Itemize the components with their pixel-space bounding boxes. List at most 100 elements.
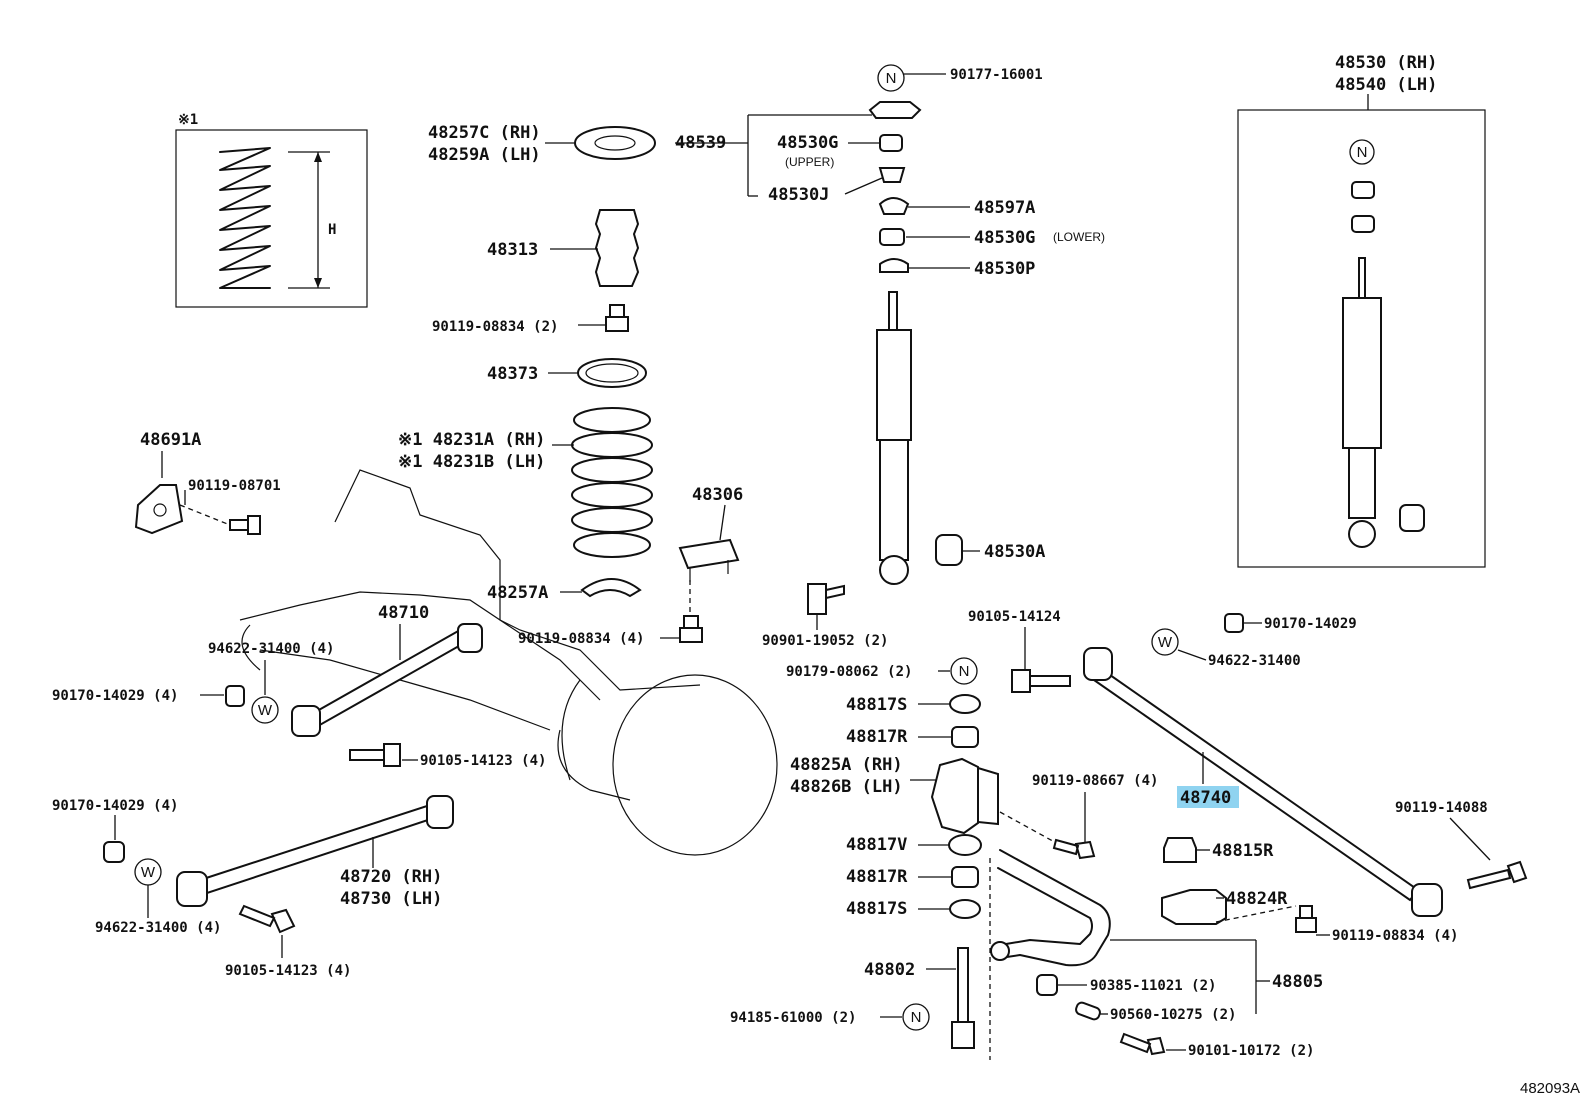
stabilizer-link-48802 [957, 947, 969, 1029]
coil-spring-group: 48257C (RH) 48259A (LH) 48313 90119-0883… [398, 123, 743, 647]
label-90170-14029: 90170-14029 [1264, 616, 1357, 632]
label-48815r: 48815R [1212, 841, 1274, 861]
link-end [951, 1021, 975, 1049]
arm-bushing-front [1083, 647, 1113, 681]
coil-spring-sketch [219, 147, 271, 289]
diagram-id: 482093A [1520, 1080, 1580, 1097]
label-90119-08834-4b: 90119-08834 (4) [1332, 928, 1458, 944]
arm-bushing-rear [291, 705, 321, 737]
label-48817s-b: 48817S [846, 899, 907, 919]
label-upper: (UPPER) [785, 155, 834, 169]
stabilizer-bar [999, 849, 1111, 967]
cushion [951, 866, 979, 888]
label-48720: 48720 (RH) [340, 867, 442, 887]
label-48530p: 48530P [974, 259, 1035, 279]
label-90119-08834-2: 90119-08834 (2) [432, 319, 558, 335]
shock-eye [1348, 520, 1376, 548]
bolt [1011, 669, 1071, 693]
bracket-48691a-group: 48691A 90119-08701 [134, 430, 281, 535]
label-90385-11021: 90385-11021 (2) [1090, 978, 1216, 994]
inset-frame [1237, 109, 1486, 568]
coil-spring [571, 407, 653, 558]
label-48530g-upper: 48530G [777, 133, 838, 153]
label-48373: 48373 [487, 364, 538, 384]
label-48802: 48802 [864, 960, 915, 980]
height-dim-label: H [328, 222, 336, 238]
label-48530a: 48530A [984, 542, 1045, 562]
piston-rod [1358, 257, 1366, 304]
inset-frame [175, 129, 368, 308]
bracket-48824r [1161, 889, 1227, 925]
piston-rod [888, 291, 898, 335]
n-symbol: N [1357, 144, 1368, 161]
cushion-upper [1351, 181, 1375, 199]
stabilizer-bracket-group: 90901-19052 (2) 90179-08062 (2) N 90105-… [730, 583, 1158, 1060]
label-90170-14029-4b: 90170-14029 (4) [52, 798, 178, 814]
label-94622-31400-4b: 94622-31400 (4) [95, 920, 221, 936]
shock-absorber-group: N 90177-16001 48539 48530G (UPPER) 48530… [675, 64, 1105, 585]
upper-control-arm-48710: 48710 94622-31400 (4) W 90170-14029 (4) … [52, 603, 546, 769]
stabilizer-bracket [930, 757, 979, 835]
inset-title-rh: 48530 (RH) [1335, 53, 1437, 73]
bar-end-eye [990, 941, 1010, 961]
label-48740[interactable]: 48740 [1180, 788, 1231, 808]
spring-height-inset: ※1 H [175, 112, 368, 308]
nut [225, 685, 245, 707]
arm-bushing-rear [176, 871, 208, 907]
arm-bushing-front [457, 623, 483, 653]
w-symbol: W [258, 702, 273, 719]
inset-note-mark: ※1 [178, 112, 198, 128]
label-90560-10275: 90560-10275 (2) [1110, 1007, 1236, 1023]
bushing-48530a [935, 534, 963, 566]
label-48817s-a: 48817S [846, 695, 907, 715]
label-90177-16001: 90177-16001 [950, 67, 1043, 83]
bolt [229, 515, 261, 535]
label-48826b: 48826B (LH) [790, 777, 903, 797]
label-48257a: 48257A [487, 583, 548, 603]
label-94622-31400: 94622-31400 [1208, 653, 1301, 669]
label-90901-19052: 90901-19052 (2) [762, 633, 888, 649]
shock-absorber-inset: 48530 (RH) 48540 (LH) N [1237, 53, 1486, 568]
n-symbol: N [886, 70, 897, 87]
label-94622-31400-4a: 94622-31400 (4) [208, 641, 334, 657]
w-symbol: W [1158, 634, 1173, 651]
bolt [1295, 905, 1317, 933]
label-48231a: ※1 48231A (RH) [398, 430, 545, 450]
bolt [605, 304, 629, 332]
stabilizer-bar-group: 48805 90385-11021 (2) 90560-10275 (2) 90… [990, 849, 1323, 1059]
bracket-48306 [678, 538, 740, 570]
bolt [349, 743, 401, 767]
bolt [679, 615, 703, 643]
n-symbol: N [911, 1009, 922, 1026]
bolt [238, 904, 296, 934]
label-48817r-b: 48817R [846, 867, 908, 887]
bushing-48815r [1163, 837, 1197, 863]
label-48530j: 48530J [768, 185, 829, 205]
label-48691a: 48691A [140, 430, 201, 450]
bolt [1466, 860, 1528, 890]
label-48805: 48805 [1272, 972, 1323, 992]
cushion [949, 694, 981, 714]
w-symbol: W [141, 864, 156, 881]
highlight-48740 [1177, 786, 1239, 808]
inset-title-lh: 48540 (LH) [1335, 75, 1437, 95]
label-90105-14124: 90105-14124 [968, 609, 1061, 625]
shock-lower-body [1348, 447, 1376, 519]
arm-bushing-front [426, 795, 454, 829]
bolt [1119, 1032, 1166, 1056]
washer-48597a [878, 197, 910, 215]
n-symbol: N [959, 663, 970, 680]
label-48259a: 48259A (LH) [428, 145, 541, 165]
axle-housing-outline [239, 469, 778, 856]
stabilizer-bracket-side [977, 766, 999, 826]
insulator-48257a [580, 578, 642, 598]
label-48231b: ※1 48231B (LH) [398, 452, 545, 472]
strut-nut [868, 101, 922, 119]
shock-bushing [1399, 504, 1425, 532]
insulator-48373 [577, 358, 647, 388]
nut [103, 841, 125, 863]
label-48306: 48306 [692, 485, 743, 505]
label-90105-14123-4b: 90105-14123 (4) [225, 963, 351, 979]
cushion-upper [879, 134, 903, 152]
